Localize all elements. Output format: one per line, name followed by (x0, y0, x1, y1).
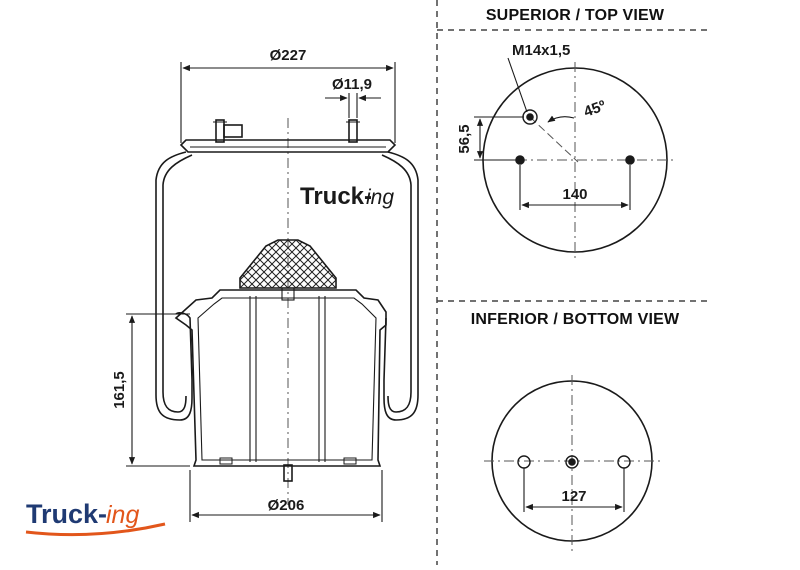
bottom-hole-center (565, 455, 579, 469)
bottom-spacing-label: 127 (561, 488, 586, 505)
center-logo: Truck- ing (300, 183, 394, 210)
side-view (155, 118, 419, 505)
angle-label: 45º (582, 97, 609, 121)
top-plate (179, 139, 397, 153)
stud-left (215, 119, 225, 143)
bottom-dimensions (523, 468, 625, 512)
thread-label: M14x1,5 (512, 42, 570, 59)
bottom-stud (283, 464, 293, 482)
bottom-hole-right (617, 455, 631, 469)
bottom-view (484, 375, 660, 555)
brand-logo: Truck- ing (25, 499, 166, 537)
bump-stop (239, 239, 337, 289)
offset-label: 56,5 (456, 124, 473, 153)
dim-bottom-diameter: Ø206 (268, 497, 305, 514)
top-dimensions (474, 57, 631, 210)
piston (174, 289, 387, 467)
stud-hole-right (625, 155, 635, 165)
svg-text:Truck-: Truck- (26, 499, 107, 529)
stud-hole-left (515, 155, 525, 165)
svg-text:ing: ing (366, 186, 394, 209)
top-view-title: SUPERIOR / TOP VIEW (486, 7, 665, 24)
dim-top-diameter: Ø227 (270, 47, 307, 64)
bellows (155, 151, 193, 421)
dim-hole-diameter: Ø11,9 (332, 76, 372, 93)
top-view (477, 62, 673, 262)
bottom-hole-left (517, 455, 531, 469)
svg-text:Truck-: Truck- (300, 183, 372, 210)
dim-height: 161,5 (111, 371, 128, 409)
stud-right (348, 119, 358, 143)
top-spacing-label: 140 (562, 186, 587, 203)
side-dimensions (126, 62, 396, 522)
bottom-view-title: INFERIOR / BOTTOM VIEW (471, 311, 680, 328)
svg-text:ing: ing (106, 501, 139, 529)
